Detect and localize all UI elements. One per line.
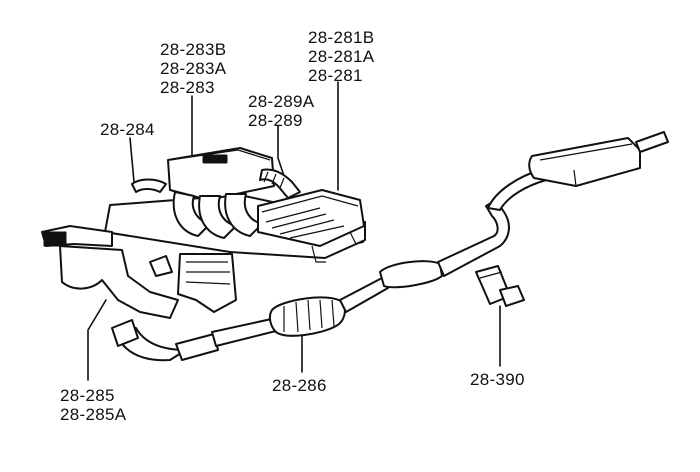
callout-28-281-group: 28-281B 28-281A 28-281 bbox=[308, 28, 374, 85]
mid-pipe-2 bbox=[339, 277, 389, 313]
callout-28-285: 28-285 bbox=[60, 386, 115, 405]
callout-28-289: 28-289 bbox=[248, 111, 303, 130]
pipe-flange bbox=[111, 319, 139, 347]
callout-28-289A: 28-289A bbox=[248, 92, 315, 111]
hose-clamp bbox=[131, 178, 167, 193]
callout-28-390-group: 28-390 bbox=[470, 370, 525, 389]
callout-28-283: 28-283 bbox=[160, 78, 215, 97]
callout-28-283B: 28-283B bbox=[160, 40, 227, 59]
callout-28-286: 28-286 bbox=[272, 376, 327, 395]
leader-28-284 bbox=[129, 137, 135, 183]
exhaust-pipe-system bbox=[111, 131, 669, 362]
flange-port bbox=[43, 231, 67, 247]
tail-pipe bbox=[635, 131, 669, 153]
callout-28-281: 28-281 bbox=[308, 66, 363, 85]
leader-28-289 bbox=[277, 125, 285, 177]
callout-28-283-group: 28-283B 28-283A 28-283 bbox=[160, 40, 226, 97]
callout-28-281B: 28-281B bbox=[308, 28, 375, 47]
muffler bbox=[528, 137, 641, 187]
plenum-badge bbox=[202, 154, 228, 164]
front-pipe-bend bbox=[175, 333, 219, 361]
resonator bbox=[379, 260, 443, 289]
callout-28-284: 28-284 bbox=[100, 120, 155, 139]
catalytic-converter bbox=[268, 296, 346, 337]
leader-lines bbox=[87, 81, 501, 381]
callout-28-390: 28-390 bbox=[470, 370, 525, 389]
callout-28-284-group: 28-284 bbox=[100, 120, 155, 139]
callout-28-285-group: 28-285 28-285A bbox=[60, 386, 126, 424]
control-unit-connector bbox=[499, 285, 525, 307]
leader-28-285 bbox=[87, 299, 107, 381]
control-unit bbox=[475, 265, 525, 307]
callout-28-289-group: 28-289A 28-289 bbox=[248, 92, 314, 130]
exhaust-manifold bbox=[59, 245, 179, 319]
plenum-chamber bbox=[167, 147, 275, 201]
engine-assembly bbox=[41, 147, 366, 319]
callout-28-286-group: 28-286 bbox=[272, 376, 327, 395]
rear-pipe bbox=[437, 199, 510, 277]
callout-28-281A: 28-281A bbox=[308, 47, 375, 66]
callout-28-285A: 28-285A bbox=[60, 405, 127, 424]
manifold-port-2 bbox=[149, 255, 173, 277]
callout-28-283A: 28-283A bbox=[160, 59, 227, 78]
